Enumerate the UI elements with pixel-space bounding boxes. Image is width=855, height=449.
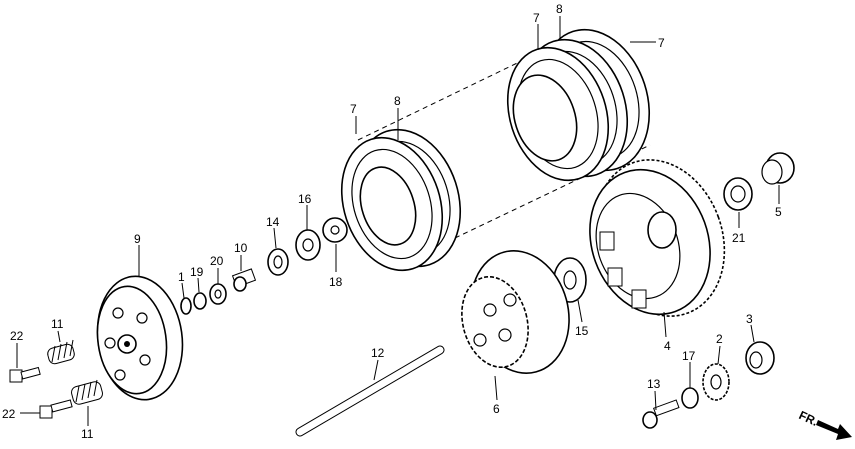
callout-18: 18	[329, 275, 343, 289]
callout-11-upper: 11	[51, 317, 64, 331]
callout-11-lower: 11	[81, 427, 94, 441]
callout-3: 3	[746, 312, 753, 326]
oil-pump-drive-gear	[702, 363, 730, 401]
clutch-center	[461, 250, 570, 374]
pressure-plate	[96, 275, 184, 401]
callout-21: 21	[732, 231, 746, 245]
callout-5: 5	[775, 205, 782, 219]
callout-7-upper: 7	[533, 11, 540, 25]
washer-18	[322, 217, 348, 243]
collar	[761, 152, 795, 185]
front-direction-indicator: FR.	[797, 408, 852, 440]
callout-1: 1	[178, 270, 185, 284]
callout-6: 6	[493, 402, 500, 416]
callout-22-upper: 22	[10, 329, 24, 343]
callout-8-middle: 8	[394, 94, 401, 108]
bearing-3	[745, 341, 775, 375]
callout-12: 12	[371, 346, 385, 360]
callout-19: 19	[190, 265, 204, 279]
callout-labels: 7 8 7 8 7 9 1 19 20 10 14 16 18 12 6 15 …	[2, 2, 782, 441]
clutch-plate-pack-rear	[506, 28, 651, 182]
snap-ring	[180, 297, 192, 315]
bolt-upper	[9, 366, 41, 383]
bolt-lower	[39, 399, 73, 419]
callout-7-right: 7	[658, 36, 665, 50]
needle-bearing	[723, 177, 753, 211]
washer-17	[681, 387, 699, 409]
leader-lines	[16, 16, 780, 426]
callout-22-lower: 22	[2, 407, 16, 421]
callout-9: 9	[134, 232, 141, 246]
callout-14: 14	[266, 215, 280, 229]
clutch-plate-pack-front	[340, 128, 462, 272]
callout-15: 15	[575, 324, 589, 338]
callout-8-upper: 8	[556, 2, 563, 16]
callout-7-middle: 7	[350, 102, 357, 116]
push-rod	[295, 345, 445, 437]
bearing-14	[267, 248, 289, 276]
lifter-plate	[295, 229, 321, 261]
callout-13: 13	[647, 377, 661, 391]
front-arrow-icon	[816, 420, 852, 440]
callout-16: 16	[298, 192, 312, 206]
callout-17: 17	[682, 349, 696, 363]
bearing-20	[209, 283, 227, 305]
front-direction-label: FR.	[797, 408, 820, 429]
clutch-outer-housing	[589, 159, 726, 317]
callout-2: 2	[716, 332, 723, 346]
callout-20: 20	[210, 254, 224, 268]
lifter-piece	[231, 268, 257, 292]
bolt-13	[642, 399, 680, 429]
clutch-spring-lower	[71, 379, 103, 405]
washer-19	[193, 292, 207, 310]
clutch-spring-upper	[47, 339, 75, 365]
callout-10: 10	[234, 241, 248, 255]
callout-4: 4	[664, 339, 671, 353]
